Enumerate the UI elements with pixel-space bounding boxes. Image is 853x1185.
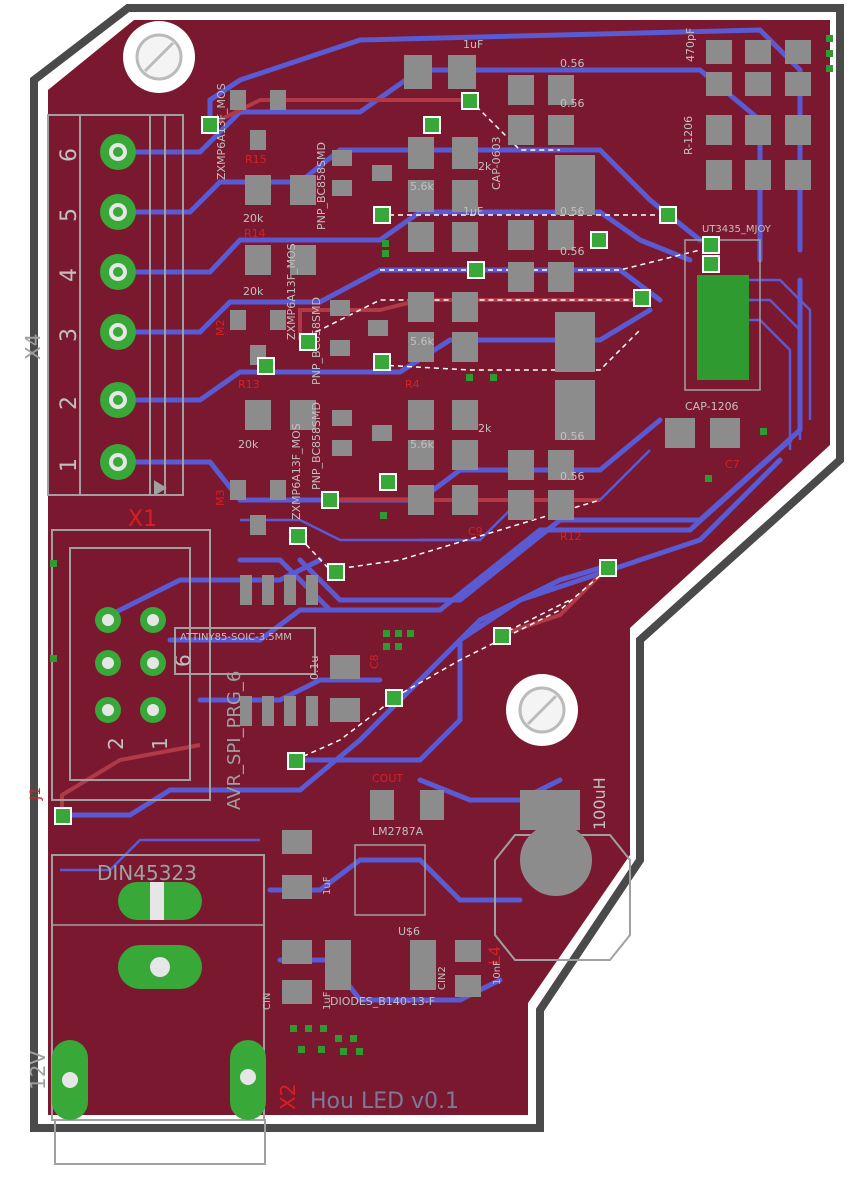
r14-label: R14 <box>244 227 266 240</box>
10nf-label: 10nF <box>492 960 503 985</box>
k2-b: 2k <box>478 422 492 435</box>
470pf-label: 470pF <box>684 28 697 62</box>
inductor-value: 100uH <box>590 777 609 830</box>
pnp3-label: PNP_BC858SMD <box>310 402 323 490</box>
transistors <box>230 90 392 535</box>
r13-label: R13 <box>238 378 260 391</box>
pin-1-label: 1 <box>57 458 82 472</box>
cap0603-label: CAP-0603 <box>490 136 503 190</box>
smd-parts <box>245 40 811 1004</box>
pin-3-label: 3 <box>57 328 82 342</box>
board-title: Hou LED v0.1 <box>310 1089 459 1114</box>
cin-label: CIN <box>262 993 273 1010</box>
k56-b: 5.6k <box>410 335 434 348</box>
r4-label: R4 <box>405 378 420 391</box>
terminal-pin-numbers: 6 5 4 3 2 1 <box>57 148 82 472</box>
attiny-chip <box>174 575 318 726</box>
c01u-label: 0.1u <box>308 656 321 680</box>
header-pin1-label: 1 <box>148 737 172 750</box>
avr-header-outline <box>51 529 211 801</box>
r056-d: 0.56 <box>560 245 585 258</box>
1uf-b1-label: 1uF <box>322 991 333 1010</box>
1uf-b2-label: 1uF <box>322 876 333 895</box>
x4-label: X4 <box>21 334 45 360</box>
din-label: DIN45323 <box>97 861 197 885</box>
r056-f: 0.56 <box>560 470 585 483</box>
l4-label: L4 <box>485 946 504 965</box>
avr-header-pins <box>95 607 166 723</box>
m3-label: M3 <box>214 490 227 507</box>
din-connector <box>51 854 266 1165</box>
r15-label: R15 <box>245 153 267 166</box>
c7-label: C7 <box>725 458 740 471</box>
header-pin2-label: 2 <box>104 737 128 750</box>
r056-c: 0.56 <box>560 205 585 218</box>
x1-label: X1 <box>128 507 157 532</box>
mounting-hole-top <box>123 21 195 93</box>
terminal-pins <box>100 134 136 480</box>
r20k-b: 20k <box>243 285 264 298</box>
zmp3-label: ZXMP6A13F_MOS <box>290 423 303 520</box>
c9-label: C9 <box>468 525 483 538</box>
pin-6-label: 6 <box>57 148 82 162</box>
component-labels: 1uF 0.56 0.56 0.56 0.56 0.56 0.56 1uF 20… <box>214 38 585 680</box>
r056-e: 0.56 <box>560 430 585 443</box>
pin-2-label: 2 <box>57 396 82 410</box>
k2-a: 2k <box>478 160 492 173</box>
pin-4-label: 4 <box>57 268 82 282</box>
cout-label: COUT <box>372 772 403 785</box>
pin-5-label: 5 <box>57 208 82 222</box>
r056-b: 0.56 <box>560 97 585 110</box>
r12-label: R12 <box>560 530 582 543</box>
zmp1-label: ZXMP6A13F_MOS <box>215 83 228 180</box>
inductor-l4 <box>494 790 631 961</box>
uf-mid-label: 1uF <box>463 205 483 218</box>
ut-chip <box>684 239 761 391</box>
k56-c: 5.6k <box>410 438 434 451</box>
zmp2-label: ZXMP6A13F_MOS <box>285 243 298 340</box>
u6-label: U$6 <box>398 925 420 938</box>
header-pin6-label: 6 <box>171 654 195 667</box>
diode-label: DIODES_B140-13-F <box>330 995 435 1008</box>
r20k-a: 20k <box>243 212 264 225</box>
ut-label: UT3435_MJOY <box>702 224 772 235</box>
m2-label: M2 <box>214 320 227 337</box>
j1-label: J1 <box>28 787 44 801</box>
k56-a: 5.6k <box>410 180 434 193</box>
cap1206-label: CAP-1206 <box>685 400 739 413</box>
r056-a: 0.56 <box>560 57 585 70</box>
x2-label: X2 <box>276 1084 300 1110</box>
cin2-label: CIN2 <box>437 966 448 990</box>
vias <box>54 92 720 825</box>
lm-label: LM2787A <box>372 825 424 838</box>
avr-label: AVR_SPI_PRG_6 <box>224 671 245 810</box>
pnp1-label: PNP_BC858SMD <box>315 142 328 230</box>
uf-top-label: 1uF <box>463 38 483 51</box>
v12-label: 12V <box>26 1051 50 1090</box>
r1206-label: R-1206 <box>682 116 695 155</box>
small-pads <box>50 35 833 1055</box>
r20k-c: 20k <box>238 438 259 451</box>
attiny-label: ATTINY85-SOIC-3.5MM <box>180 632 292 643</box>
c8-label: C8 <box>368 654 381 669</box>
mounting-hole-mid <box>506 674 578 746</box>
terminal-block-x4 <box>47 114 184 496</box>
lm-regulator <box>354 844 426 916</box>
